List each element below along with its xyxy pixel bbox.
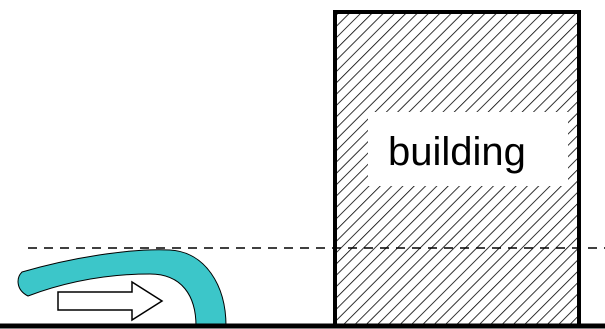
flow-direction-arrow-icon (58, 282, 162, 320)
flow-separation-shape (18, 250, 226, 326)
building-label: building (388, 130, 526, 174)
